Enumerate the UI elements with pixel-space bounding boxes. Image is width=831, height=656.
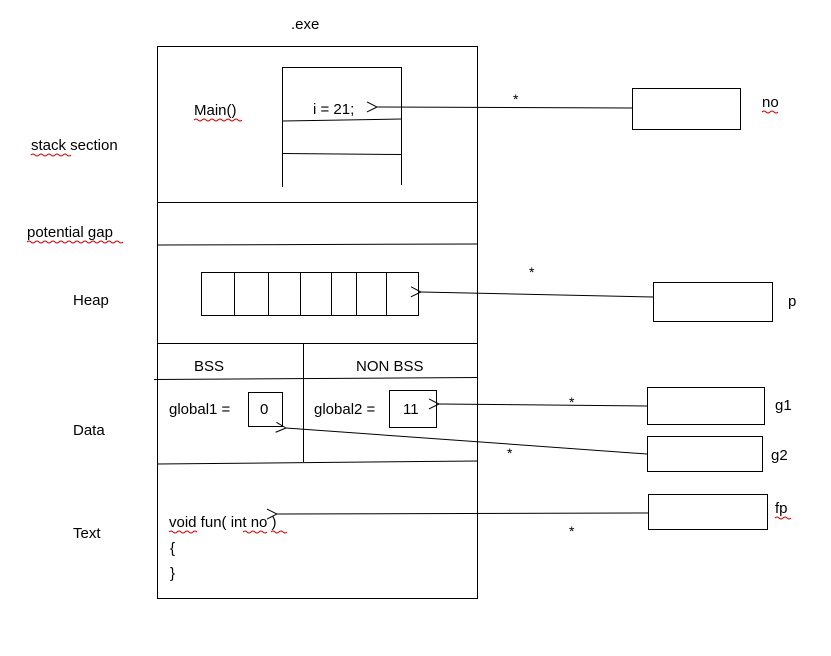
pointer-box-fp	[648, 494, 768, 530]
heap-array	[201, 272, 419, 316]
pointer-name-fp: fp	[775, 500, 788, 517]
divider-data-text	[156, 460, 479, 465]
pointer-name-g2: g2	[771, 447, 788, 464]
spellcheck-underline-no	[270, 530, 288, 534]
pointer-arrow-p	[421, 292, 654, 298]
label-data: Data	[73, 422, 105, 439]
label-stack-section: stack section	[31, 137, 118, 154]
pointer-arrow-fp	[277, 513, 649, 514]
global2-label: global2 =	[314, 401, 376, 418]
non-bss-header: NON BSS	[356, 358, 424, 375]
pointer-box-p	[653, 282, 773, 322]
pointer-box-no	[632, 88, 741, 130]
pointer-name-no: no	[762, 94, 779, 111]
stack-variable-i: i = 21;	[313, 101, 354, 118]
pointer-star-g2: *	[507, 445, 513, 461]
pointer-arrow-no	[377, 107, 633, 108]
global2-value: 11	[403, 401, 419, 418]
exe-outer-box	[157, 46, 478, 599]
bss-header: BSS	[194, 358, 224, 375]
text-code-line2: {	[170, 540, 175, 557]
divider-data-header	[153, 377, 479, 380]
stack-frame	[282, 67, 402, 187]
spellcheck-underline-gap	[26, 240, 124, 244]
pointer-box-g1	[647, 387, 765, 425]
label-text: Text	[73, 525, 101, 542]
label-heap: Heap	[73, 292, 109, 309]
spellcheck-underline-void	[168, 530, 198, 534]
pointer-name-p: p	[788, 293, 796, 310]
spellcheck-underline-pointer-no	[761, 110, 779, 114]
global1-label: global1 =	[169, 401, 231, 418]
pointer-star-p: *	[529, 264, 535, 280]
global1-value-box	[248, 392, 283, 427]
spellcheck-underline-main	[193, 118, 243, 122]
stack-function-main: Main()	[194, 102, 237, 119]
global1-value: 0	[260, 401, 268, 418]
pointer-arrow-g1	[439, 404, 648, 406]
pointer-name-g1: g1	[775, 397, 792, 414]
pointer-star-fp: *	[569, 523, 575, 539]
pointer-star-g1: *	[569, 394, 575, 410]
divider-gap-heap	[156, 243, 479, 246]
label-potential-gap: potential gap	[27, 224, 113, 241]
text-code-line3: }	[170, 565, 175, 582]
exe-title: .exe	[291, 16, 319, 33]
spellcheck-underline-stack	[30, 153, 72, 157]
pointer-box-g2	[647, 436, 763, 472]
pointer-star-no: *	[513, 91, 519, 107]
spellcheck-underline-pointer-fp	[774, 516, 792, 520]
pointer-arrow-g2	[286, 428, 648, 455]
text-code-line1: void fun( int no )	[169, 514, 277, 531]
spellcheck-underline-int	[242, 530, 268, 534]
